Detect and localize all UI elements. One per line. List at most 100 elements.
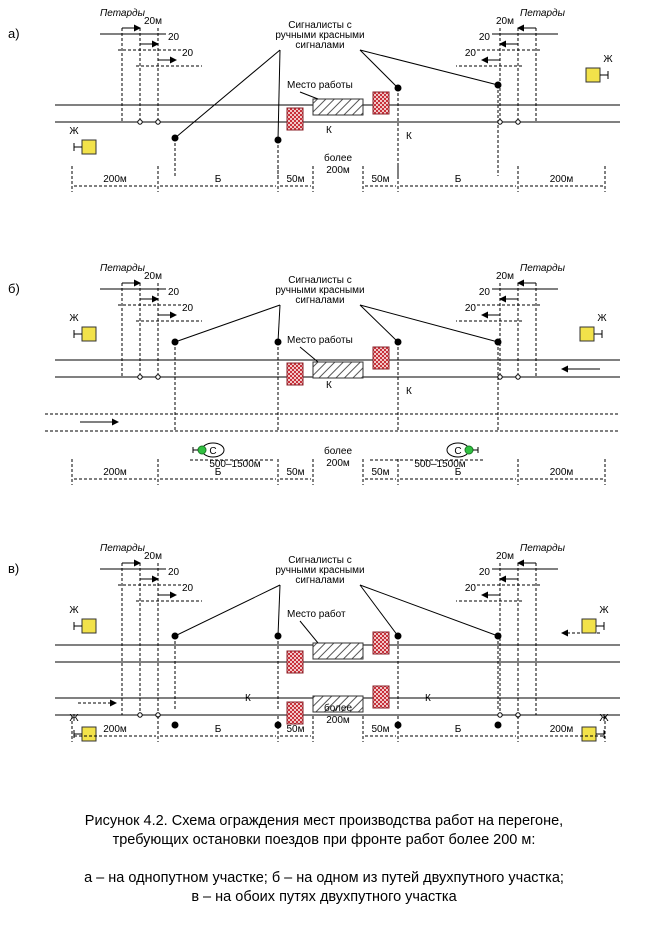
signalmen-leader: [174, 304, 281, 343]
k-right-label: К: [406, 386, 412, 397]
red-flag-left-2: [286, 701, 304, 725]
petard-marker: [137, 374, 143, 380]
dimension-label: Б: [215, 174, 222, 185]
petard-dim-label: 20: [168, 567, 180, 578]
work-place-label: Место работы: [287, 334, 353, 346]
red-flag-left: [286, 107, 304, 131]
signal-zh-top-left-letter: Ж: [69, 605, 79, 616]
petard-marker: [155, 119, 161, 125]
petard-dim-label: 20: [182, 583, 194, 594]
signal-c-left-lamp: [197, 445, 207, 455]
red-flag-right: [372, 91, 390, 115]
panel-label: а): [8, 26, 20, 41]
figure-caption: Рисунок 4.2. Схема ограждения мест произ…: [0, 812, 648, 907]
signal-zh-left: [81, 139, 97, 155]
signalmen-leader: [359, 49, 499, 86]
signal-zh-bottom-right-letter: Ж: [599, 713, 609, 724]
work-place-label: Место работ: [287, 608, 346, 620]
dimension-label: 200м: [103, 174, 127, 185]
caption-line-4: в – на обоих путях двухпутного участка: [191, 889, 457, 905]
signalmen-leader: [277, 304, 281, 343]
signal-zh-left-letter: Ж: [69, 126, 79, 137]
work-place: [312, 695, 364, 713]
signal-c-left-letter: С: [209, 446, 216, 457]
more-label: 200м: [326, 458, 350, 469]
signal-zh-left: [81, 326, 97, 342]
petard-dim-label: 20: [465, 583, 477, 594]
dimension-label: Б: [455, 724, 462, 735]
signalmen-leader: [359, 584, 499, 637]
k-left-label: К: [245, 693, 251, 704]
petard-dim-label: 20: [479, 287, 491, 298]
more-label: более: [324, 445, 352, 457]
petard-marker: [497, 712, 503, 718]
k-left-label: К: [326, 380, 332, 391]
work-place-label: Место работы: [287, 79, 353, 91]
caption-line-2: требующих остановки поездов при фронте р…: [112, 832, 536, 848]
signalmen-leader: [359, 584, 399, 637]
k-right-label: К: [406, 131, 412, 142]
petards-left-label: Петарды: [100, 543, 146, 554]
petards-left-label: Петарды: [100, 8, 146, 19]
more-label: более: [324, 152, 352, 164]
dimension-label: 50м: [287, 724, 305, 735]
signalmen-label: сигналами: [295, 40, 344, 51]
petard-dim-label: 20м: [144, 271, 162, 282]
petard-dim-label: 20м: [496, 16, 514, 27]
dimension-label: 50м: [287, 174, 305, 185]
petard-dim-label: 20м: [144, 551, 162, 562]
petard-dim-label: 20: [479, 567, 491, 578]
dimension-label: Б: [215, 467, 222, 478]
signal-c-right-lamp: [464, 445, 474, 455]
signalmen-label: Сигналисты с: [288, 555, 352, 566]
signal-zh-top-right-letter: Ж: [599, 605, 609, 616]
signalmen-leader: [359, 49, 399, 89]
petard-dim-label: 20: [479, 32, 491, 43]
work-place: [312, 98, 364, 116]
more-label: 200м: [326, 715, 350, 726]
petards-right-label: Петарды: [520, 8, 566, 19]
signalmen-leader: [277, 49, 281, 141]
petard-dim-label: 20: [465, 303, 477, 314]
caption-line-1: Рисунок 4.2. Схема ограждения мест произ…: [84, 813, 564, 829]
dimension-label: 200м: [103, 724, 127, 735]
work-place-leader: [299, 346, 319, 363]
signal-zh-right-letter: Ж: [603, 54, 613, 65]
work-place-leader: [299, 91, 319, 100]
red-flag-right: [372, 346, 390, 370]
petard-marker: [515, 119, 521, 125]
signal-zh-top-left: [81, 618, 97, 634]
dimension-label: Б: [455, 467, 462, 478]
petard-dim-label: 20м: [496, 551, 514, 562]
red-flag-right: [372, 631, 390, 655]
work-place: [312, 361, 364, 379]
signalmen-leader: [174, 584, 281, 637]
dimension-label: Б: [455, 174, 462, 185]
signal-c-right-letter: С: [454, 446, 461, 457]
k-left-label: К: [326, 125, 332, 136]
dimension-label: Б: [215, 724, 222, 735]
petard-dim-label: 20: [465, 48, 477, 59]
dimension-label: 200м: [550, 467, 574, 478]
signalmen-leader: [174, 49, 281, 139]
signalmen-leader: [359, 304, 399, 343]
signal-zh-right: [579, 326, 595, 342]
panel-label: в): [8, 561, 19, 576]
petard-marker: [137, 712, 143, 718]
signal-zh-top-right: [581, 618, 597, 634]
signal-zh-bottom-right: [581, 726, 597, 742]
work-place-leader: [299, 620, 319, 644]
signalmen-label: ручными красными: [275, 30, 364, 41]
dimension-label: 50м: [372, 724, 390, 735]
signalmen-label: Сигналисты с: [288, 20, 352, 31]
signalmen-label: сигналами: [295, 575, 344, 586]
signalmen-label: ручными красными: [275, 285, 364, 296]
signalmen-label: сигналами: [295, 295, 344, 306]
signal-zh-bottom-left-letter: Ж: [69, 713, 79, 724]
petard-marker: [515, 374, 521, 380]
dimension-label: 50м: [372, 174, 390, 185]
petards-left-label: Петарды: [100, 263, 146, 274]
